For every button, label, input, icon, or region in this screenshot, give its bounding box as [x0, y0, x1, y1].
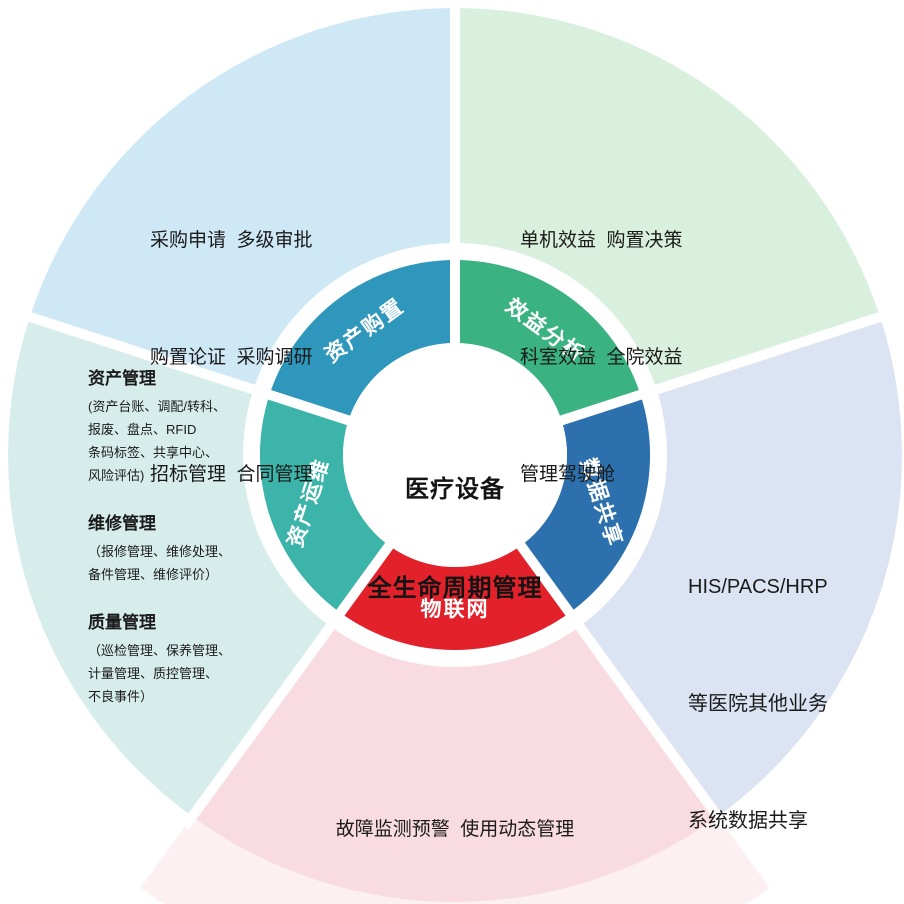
- ops-group-title: 资产管理: [88, 369, 156, 388]
- center-title: 医疗设备 全生命周期管理: [305, 407, 605, 671]
- iot-line: 故障监测预警 使用动态管理: [335, 819, 575, 840]
- ops-group-title: 维修管理: [88, 514, 156, 533]
- asset-purchase-line: 采购申请 多级审批: [150, 230, 313, 251]
- ops-group-detail: 条码标签、共享中心、: [88, 445, 219, 460]
- asset-purchase-items: 采购申请 多级审批 购置论证 采购调研 招标管理 合同管理: [150, 143, 313, 572]
- ops-group-detail: （巡检管理、保养管理、: [88, 643, 232, 658]
- ops-group-asset-mgmt: 资产管理 (资产台账、调配/转科、 报废、盘点、RFID 条码标签、共享中心、 …: [88, 366, 293, 487]
- data-sharing-line: 系统数据共享: [688, 810, 808, 832]
- data-sharing-items: HIS/PACS/HRP 等医院其他业务 系统数据共享: [688, 490, 828, 904]
- center-title-line2: 全生命周期管理: [367, 575, 543, 602]
- sector-data-sharing: [579, 316, 902, 817]
- sector-asset-operation: [8, 316, 331, 817]
- ops-group-quality-mgmt: 质量管理 （巡检管理、保养管理、 计量管理、质控管理、 不良事件）: [88, 610, 293, 708]
- center-title-line1: 医疗设备: [405, 476, 505, 503]
- benefit-analysis-line: 科室效益 全院效益: [520, 347, 683, 368]
- ring-label-iot: 物联网: [421, 597, 490, 621]
- ops-group-detail: （报修管理、维修处理、: [88, 544, 232, 559]
- ops-group-detail: 风险评估): [88, 468, 145, 483]
- ops-group-detail: 计量管理、质控管理、: [88, 666, 219, 681]
- ops-group-detail: (资产台账、调配/转科、: [88, 399, 226, 414]
- ring-benefit-analysis: [455, 260, 641, 421]
- ring-asset-purchase: [269, 260, 455, 421]
- benefit-analysis-items: 单机效益 购置决策 科室效益 全院效益 管理驾驶舱: [520, 143, 683, 572]
- ring-iot: [340, 545, 570, 651]
- ops-group-title: 质量管理: [88, 613, 156, 632]
- ops-group-detail: 报废、盘点、RFID: [88, 422, 197, 437]
- asset-operation-items: 资产管理 (资产台账、调配/转科、 报废、盘点、RFID 条码标签、共享中心、 …: [88, 366, 293, 732]
- sector-asset-purchase: [29, 8, 456, 390]
- ring-asset-operation: [259, 394, 390, 613]
- ops-group-detail: 备件管理、维修评价）: [88, 567, 219, 582]
- benefit-analysis-line: 单机效益 购置决策: [520, 230, 683, 251]
- asset-purchase-line: 招标管理 合同管理: [150, 464, 313, 485]
- data-sharing-line: HIS/PACS/HRP: [688, 576, 828, 598]
- benefit-analysis-line: 管理驾驶舱: [520, 464, 616, 485]
- sector-iot: [192, 626, 718, 902]
- center-circle: [343, 343, 567, 567]
- ops-group-repair-mgmt: 维修管理 （报修管理、维修处理、 备件管理、维修评价）: [88, 511, 293, 586]
- iot-items: 故障监测预警 使用动态管理 关键部件监控 智能月度报告: [255, 722, 655, 904]
- ring-data-sharing: [520, 394, 651, 613]
- asset-purchase-line: 购置论证 采购调研: [150, 347, 313, 368]
- sector-benefit-analysis: [455, 8, 881, 390]
- ops-group-detail: 不良事件）: [88, 689, 154, 704]
- data-sharing-line: 等医院其他业务: [688, 693, 828, 715]
